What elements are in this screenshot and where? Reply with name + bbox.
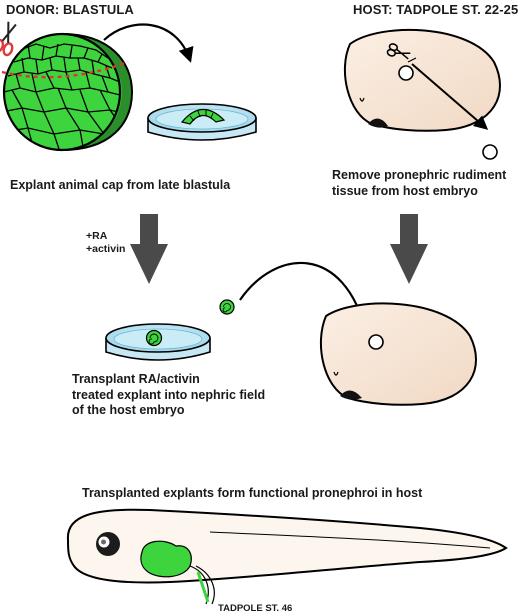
petri-dish-treated bbox=[105, 323, 211, 361]
blastula-cells bbox=[4, 43, 120, 150]
remove-caption-line1: Remove pronephric rudiment bbox=[332, 168, 507, 182]
process-arrow bbox=[390, 214, 428, 284]
removal-arrow bbox=[411, 63, 489, 130]
scissors-icon bbox=[386, 43, 411, 60]
curved-arrow bbox=[103, 23, 194, 63]
floating-explant bbox=[219, 299, 235, 315]
result-caption: Transplanted explants form functional pr… bbox=[82, 486, 423, 500]
remove-caption-line2: tissue from host embryo bbox=[332, 183, 478, 198]
petri-dish-top bbox=[147, 103, 257, 141]
treatment-activin: +activin bbox=[86, 243, 126, 255]
host-embryo-bottom bbox=[319, 302, 477, 406]
treatment-ra: +RA bbox=[86, 230, 108, 242]
donor-heading: DONOR: BLASTULA bbox=[6, 2, 134, 17]
scissors-icon bbox=[0, 21, 17, 57]
transplant-caption-line2: treated explant into nephric field bbox=[72, 387, 266, 402]
transplant-caption: Transplant RA/activin treated explant in… bbox=[72, 372, 265, 419]
treatment-label: +RA +activin bbox=[86, 230, 125, 256]
process-arrow bbox=[130, 214, 168, 284]
tadpole-stage-label: TADPOLE ST. 46 bbox=[218, 603, 293, 614]
host-embryo-top bbox=[343, 28, 501, 132]
nephric-field bbox=[368, 334, 384, 350]
curved-arrow bbox=[239, 261, 371, 335]
remove-caption: Remove pronephric rudiment tissue from h… bbox=[332, 168, 506, 199]
tadpole bbox=[66, 508, 508, 605]
transplant-caption-line3: of the host embryo bbox=[72, 403, 185, 417]
host-heading: HOST: TADPOLE ST. 22-25 bbox=[353, 2, 519, 17]
explant-caption: Explant animal cap from late blastula bbox=[10, 178, 231, 192]
cut-line bbox=[1, 60, 129, 79]
donor-blastula bbox=[1, 32, 134, 152]
removed-tissue bbox=[482, 144, 498, 160]
transplant-caption-line1: Transplant RA/activin bbox=[72, 372, 200, 386]
